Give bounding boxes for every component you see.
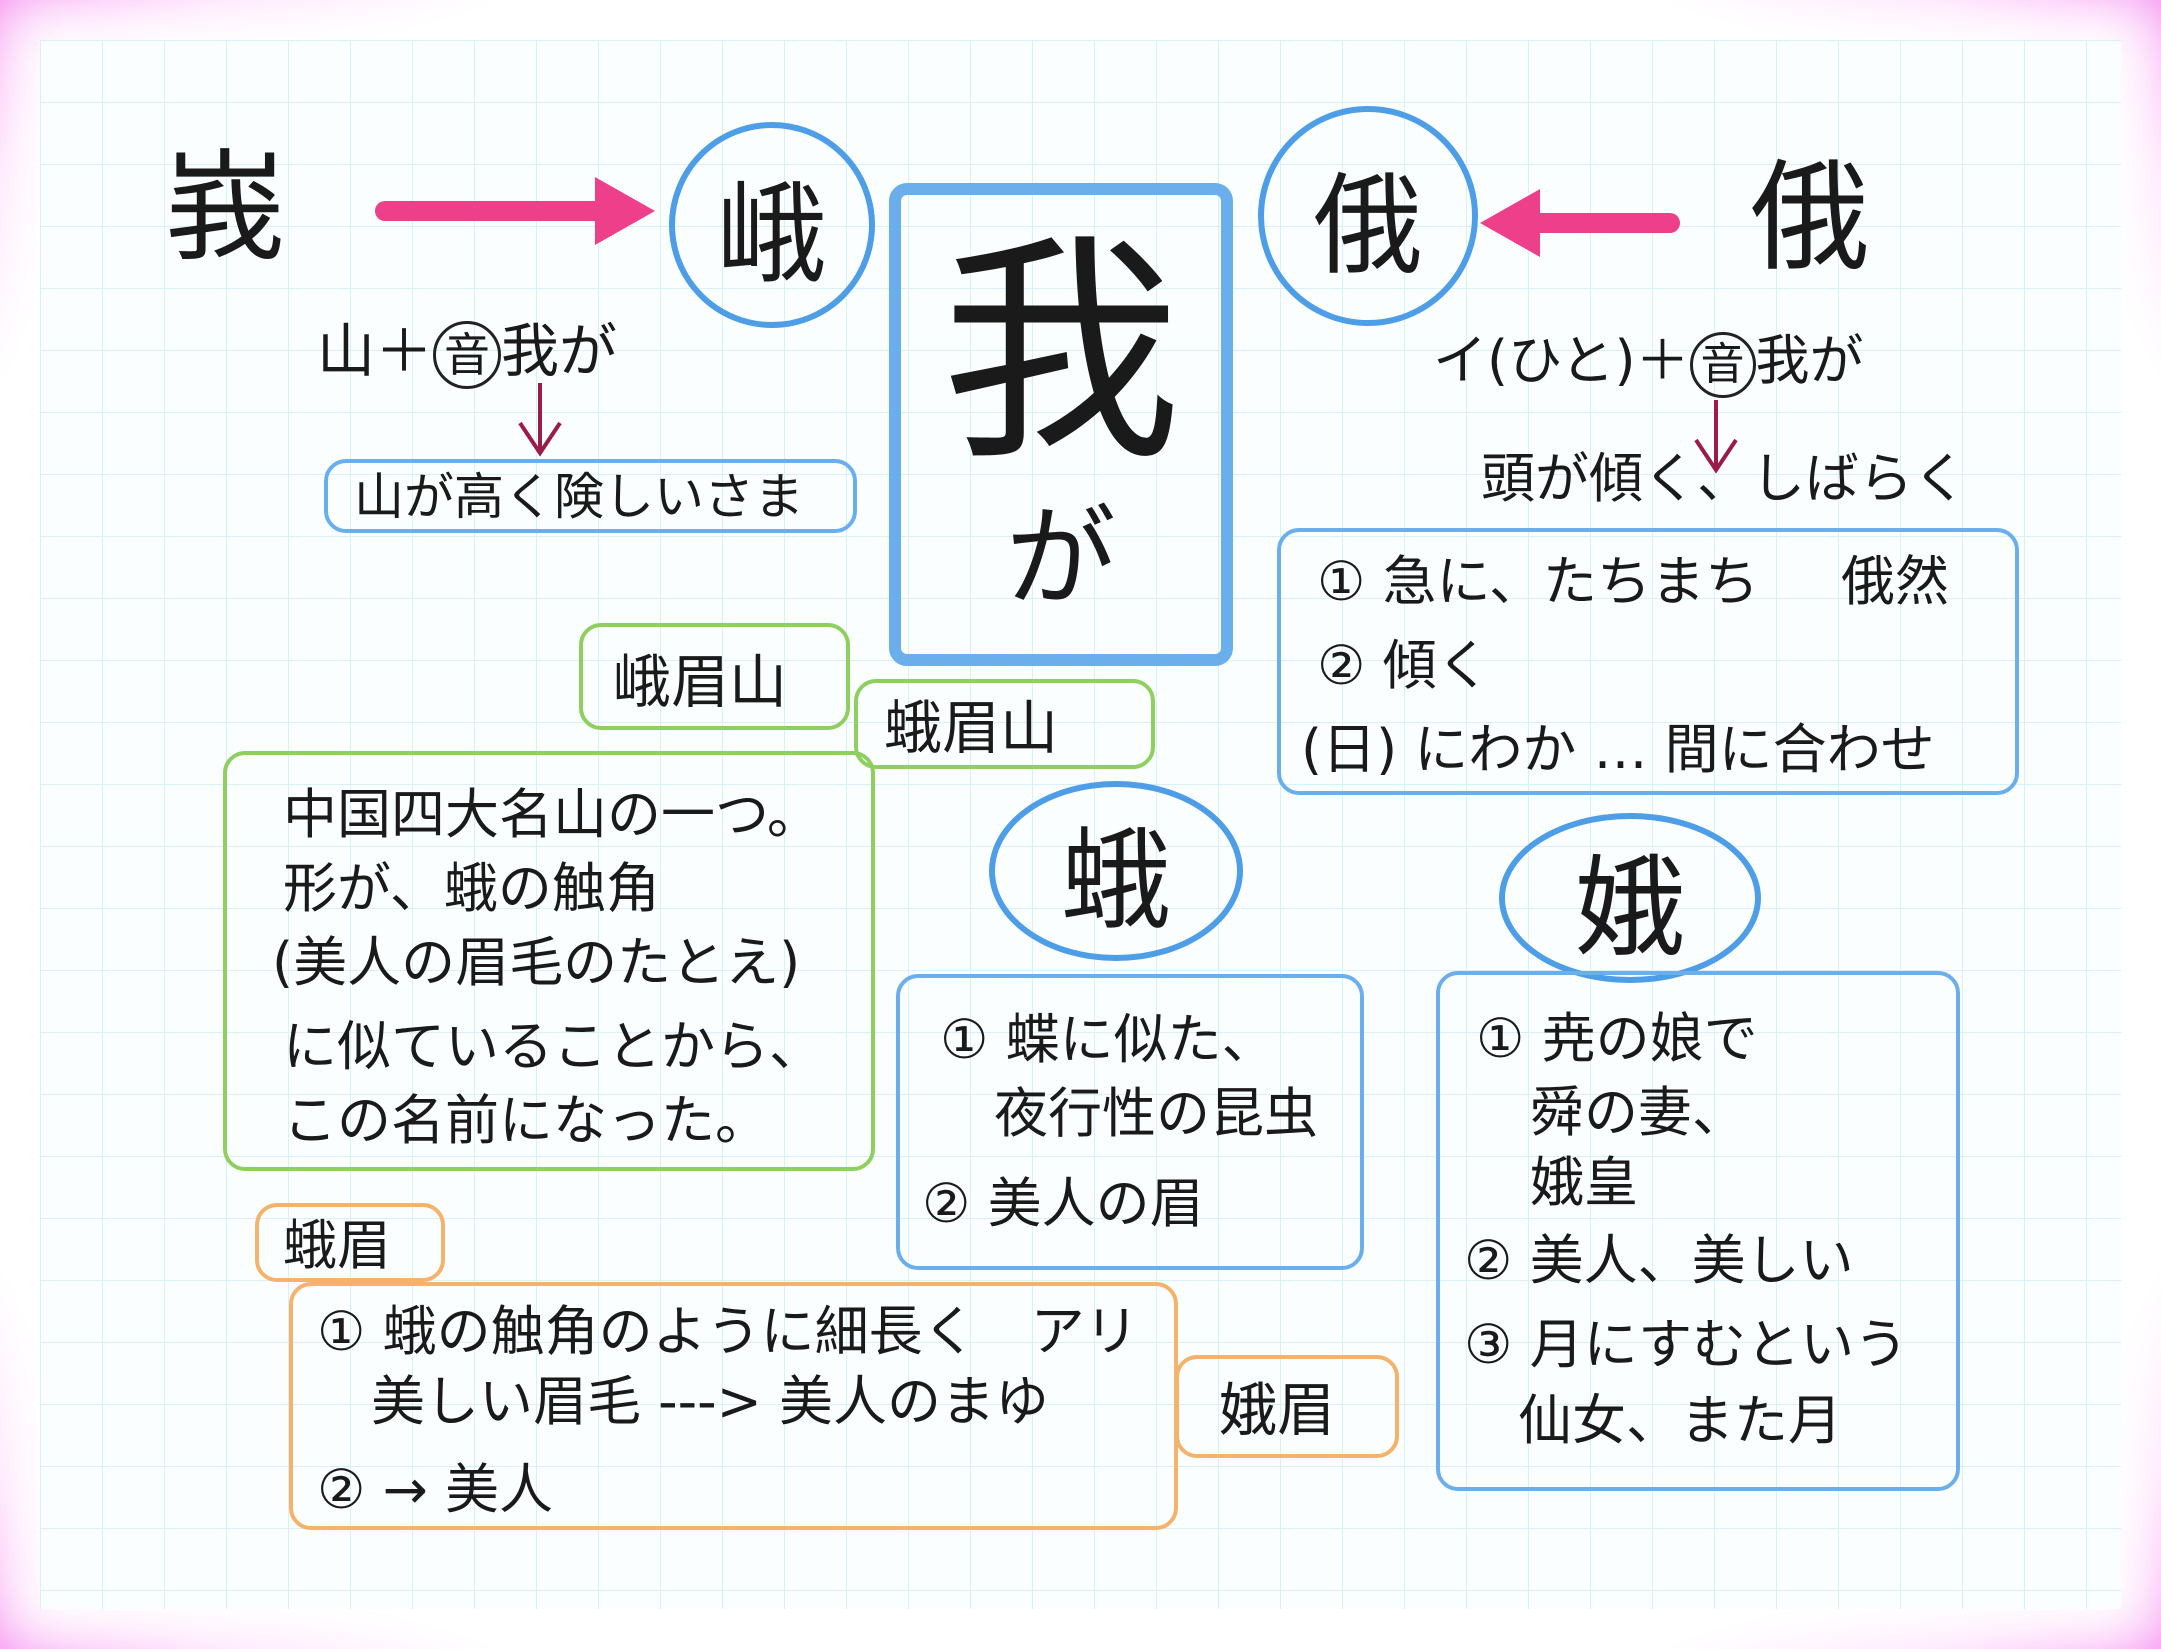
main-kanji-box: 我 が <box>889 183 1233 666</box>
moth-char: 蛾 <box>1061 817 1171 945</box>
right-target-char: 俄 <box>1313 162 1423 290</box>
woman-brow-label-text: 娥眉 <box>1219 1376 1336 1444</box>
left-meaning: 山が高く険しいさま <box>354 468 804 526</box>
formula-phonetic: 我が <box>501 317 618 385</box>
right-formula: イ(ひと)＋音我が <box>1433 329 1864 398</box>
meaning-1-cont: 夜行性の昆虫 <box>940 1082 1318 1145</box>
left-target-char: 峨 <box>717 171 827 299</box>
meaning-japanese: (日) にわか … 間に合わせ <box>1301 718 1935 781</box>
pink-arrow-right <box>375 201 605 221</box>
main-kanji: 我 <box>940 213 1181 493</box>
left-target-circle: 峨 <box>669 122 875 328</box>
woman-ga-circle: 娥 <box>1499 813 1761 983</box>
description-line: に似ていることから、 <box>283 1015 823 1078</box>
compound-word: 俄然 <box>1841 550 1949 613</box>
emei-description-box: 中国四大名山の一つ。 形が、蛾の触角 (美人の眉毛のたとえ) に似ていることから… <box>223 751 875 1171</box>
description-line: (美人の眉毛のたとえ) <box>272 931 801 994</box>
meaning-3: ③ 月にすむという <box>1464 1313 1909 1376</box>
meaning-2: ② 美人の眉 <box>922 1172 1204 1235</box>
formula-phonetic: 我が <box>1755 329 1864 392</box>
description-line: 形が、蛾の触角 <box>283 857 660 920</box>
pink-arrow-left <box>1530 213 1680 233</box>
meaning-1: ① 急に、たちまち <box>1317 550 1759 613</box>
moth-meaning-box: ① 蝶に似た、 夜行性の昆虫 ② 美人の眉 <box>896 974 1364 1270</box>
moth-brow-label: 蛾眉 <box>255 1203 445 1282</box>
left-formula: 山＋音我が <box>317 318 617 389</box>
right-target-circle: 俄 <box>1258 106 1478 326</box>
meaning-1: ① 尭の娘で <box>1476 1007 1758 1070</box>
down-arrow-icon <box>1694 400 1738 474</box>
meaning-2: ② → 美人 <box>317 1458 553 1521</box>
emei-label-a: 峨眉山 <box>579 623 850 730</box>
main-kanji-reading: が <box>1006 494 1116 622</box>
meaning-1-cont: 舜の妻、 <box>1476 1081 1746 1144</box>
formula-radical: イ(ひと)＋ <box>1433 329 1690 392</box>
woman-ga-char: 娥 <box>1575 844 1685 972</box>
left-source-char: 峩 <box>165 139 285 278</box>
woman-brow-label: 娥眉 <box>1175 1355 1399 1458</box>
meaning-2: ② 美人、美しい <box>1464 1229 1854 1292</box>
meaning-1-cont: 美しい眉毛 ---> 美人のまゆ <box>317 1370 1050 1433</box>
right-source-char: 俄 <box>1750 149 1870 288</box>
left-meaning-box: 山が高く険しいさま <box>324 459 857 533</box>
meaning-3-cont: 仙女、また月 <box>1464 1389 1842 1452</box>
arrow-head-right-icon <box>595 177 655 245</box>
meaning-2: ② 傾く <box>1317 634 1491 697</box>
meaning-1: ① 蝶に似た、 <box>940 1008 1276 1071</box>
description-line: 中国四大名山の一つ。 <box>283 783 821 846</box>
moth-circle: 蛾 <box>989 781 1243 961</box>
right-derivation: 頭が傾く、しばらく <box>1481 447 1967 510</box>
meaning-1: ① 蛾の触角のように細長く アリ <box>317 1300 1139 1363</box>
meaning-1-cont: 娥皇 <box>1476 1151 1638 1214</box>
formula-radical: 山＋ <box>317 317 434 385</box>
on-reading-mark: 音 <box>433 321 502 389</box>
right-meaning-box: ① 急に、たちまち 俄然 ② 傾く (日) にわか … 間に合わせ <box>1277 528 2019 795</box>
moth-brow-label-text: 蛾眉 <box>283 1214 391 1277</box>
moth-brow-meaning-box: ① 蛾の触角のように細長く アリ 美しい眉毛 ---> 美人のまゆ ② → 美人 <box>289 1282 1178 1530</box>
down-arrow-icon <box>518 383 562 457</box>
on-reading-mark: 音 <box>1689 332 1756 398</box>
emei-label-b: 蛾眉山 <box>854 679 1155 769</box>
description-line: この名前になった。 <box>283 1089 769 1152</box>
emei-label-b-text: 蛾眉山 <box>884 694 1059 762</box>
emei-label-a-text: 峨眉山 <box>613 648 788 716</box>
woman-ga-meaning-box: ① 尭の娘で 舜の妻、 娥皇 ② 美人、美しい ③ 月にすむという 仙女、また月 <box>1436 971 1960 1491</box>
